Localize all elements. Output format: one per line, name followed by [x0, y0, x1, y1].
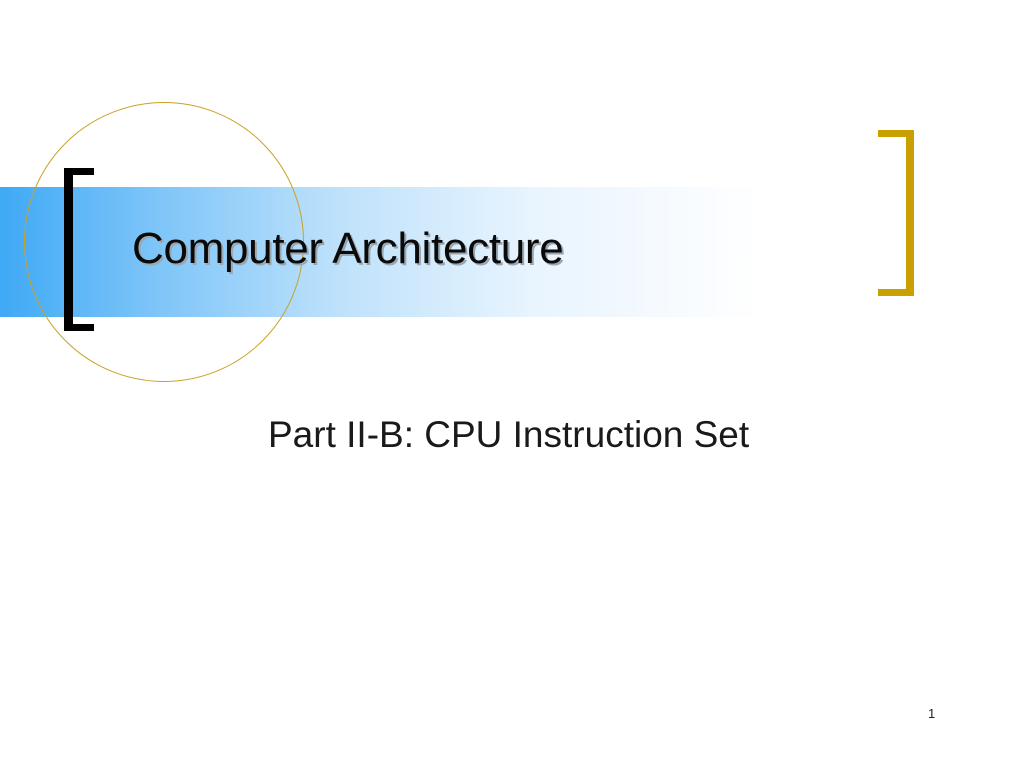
decorative-circle: [24, 102, 304, 382]
slide-subtitle: Part II-B: CPU Instruction Set: [268, 414, 750, 455]
slide-title: Computer Architecture: [132, 224, 564, 273]
page-number: 1: [928, 706, 936, 721]
right-bracket-decoration: [878, 130, 914, 296]
left-bracket-decoration: [64, 168, 94, 331]
